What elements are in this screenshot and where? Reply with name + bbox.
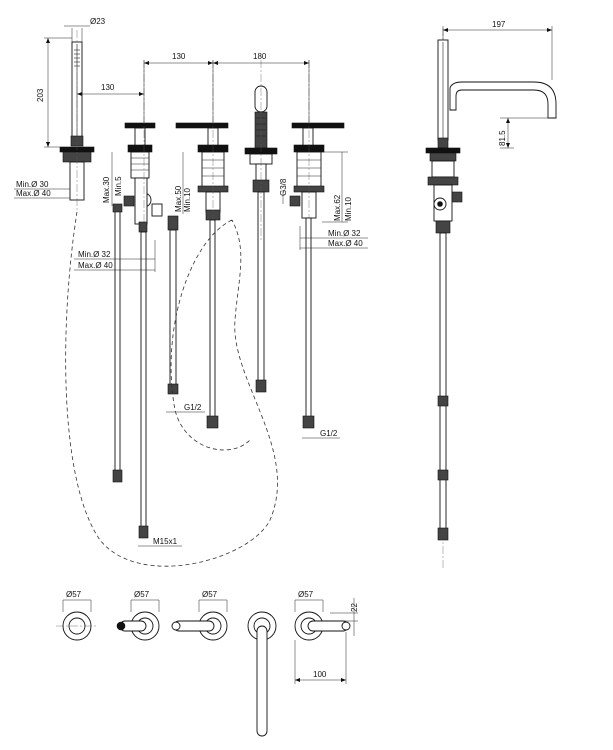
dim-conn-g12-right: G1/2 <box>320 429 338 438</box>
dim-deck-max-left: Max.Ø 40 <box>16 189 51 198</box>
dim-shower-diameter: Ø23 <box>90 17 106 26</box>
right-valve <box>289 60 345 429</box>
top-view: Ø57 Ø57 Ø57 Ø57 22 100 <box>56 590 359 737</box>
dim-shower-offset: 130 <box>101 83 115 92</box>
dim-top-d3: Ø57 <box>202 590 218 599</box>
shower-hose-dashed <box>65 211 278 567</box>
dim-spacing-left: 130 <box>172 52 186 61</box>
dim-spout-height: 81.5 <box>498 130 507 146</box>
dim-top-offset: 22 <box>350 603 359 612</box>
dim-top-d1: Ø57 <box>66 590 82 599</box>
dim-thk-min-left: Min.5 <box>114 176 123 196</box>
dim-thk-min-right: Min.10 <box>344 196 353 221</box>
dim-deck-min-left: Min.Ø 30 <box>16 180 49 189</box>
dim-deck-max-right: Max.Ø 40 <box>328 239 363 248</box>
dim-deck-min-right: Min.Ø 32 <box>328 229 361 238</box>
dim-conn-m15: M15x1 <box>153 537 178 546</box>
dim-conn-g12-mid: G1/2 <box>184 403 202 412</box>
dim-thk-max-left: Max.30 <box>102 176 111 203</box>
side-view: 197 81.5 <box>425 20 557 570</box>
dim-thk-min-mid: Min.10 <box>183 187 192 212</box>
dim-deck-min-mid: Min.Ø 32 <box>78 250 111 259</box>
front-view: Ø23 203 130 130 180 Min.Ø 30 Max.Ø 40 Ma… <box>14 17 368 567</box>
dim-thread-g38: G3/8 <box>279 178 288 196</box>
spout <box>244 60 278 393</box>
dim-top-spacing: 100 <box>313 670 327 679</box>
dim-deck-max-mid: Max.Ø 40 <box>78 261 113 270</box>
middle-valve <box>167 60 229 429</box>
dim-thk-max-right: Max.62 <box>333 194 342 221</box>
left-valve <box>112 60 163 539</box>
hand-shower <box>59 30 95 212</box>
dim-thk-max-mid: Max.50 <box>174 185 183 212</box>
dim-reach: 197 <box>492 20 506 29</box>
dim-shower-height: 203 <box>36 88 45 102</box>
dim-spacing-right: 180 <box>253 52 267 61</box>
dim-top-d2: Ø57 <box>134 590 150 599</box>
dim-top-d4: Ø57 <box>298 590 314 599</box>
